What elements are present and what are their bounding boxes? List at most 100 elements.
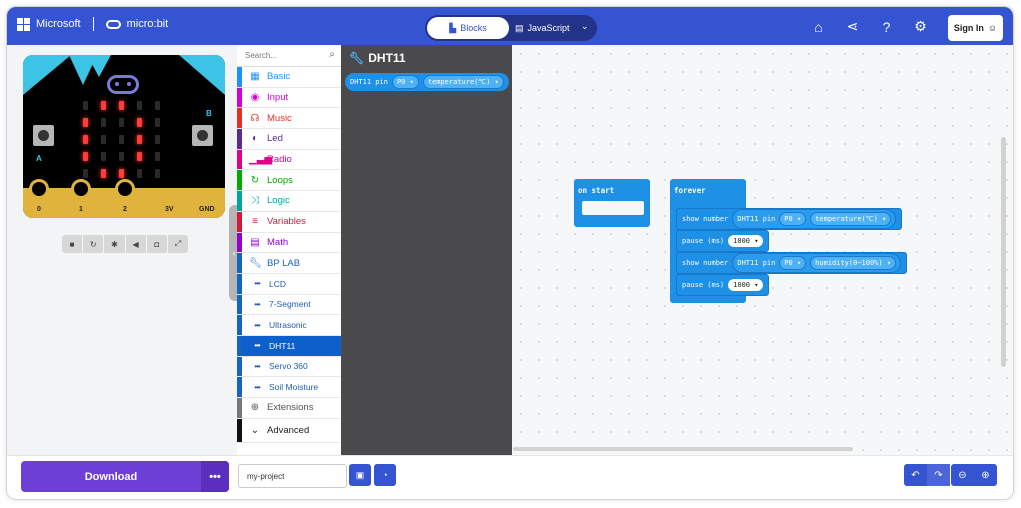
project-name-input[interactable]: my-project (238, 464, 347, 488)
tab-javascript[interactable]: ▤ JavaScript (515, 17, 570, 39)
on-start-block[interactable]: on start (574, 179, 650, 227)
puzzle-icon: ▙ (449, 22, 457, 33)
github-icon[interactable]: ◔ (374, 464, 396, 486)
brand[interactable]: Microsoft micro:bit (17, 17, 168, 31)
category-advanced[interactable]: ⌄Advanced (237, 418, 341, 443)
pause-dropdown[interactable]: 1000 ▾ (728, 235, 764, 247)
zoom-in-icon[interactable]: ⊕ (981, 469, 990, 481)
reading-value: temperature(℃) (815, 215, 878, 223)
tab-javascript-label: JavaScript (527, 23, 570, 33)
pin-value: P0 (784, 259, 793, 267)
subcategory-servo-360[interactable]: •••Servo 360 (237, 356, 341, 378)
category-basic[interactable]: ▦Basic (237, 67, 341, 88)
debug-icon[interactable]: ✱ (104, 235, 126, 253)
category-label: Music (267, 112, 292, 124)
collapse-simulator-button[interactable]: ‹ (229, 205, 239, 301)
zoom-out-icon[interactable]: ⊖ (958, 469, 967, 481)
save-icon[interactable]: ▣ (349, 464, 371, 486)
button-a[interactable] (33, 125, 54, 146)
dots-icon: ••• (254, 279, 260, 289)
app-window: Microsoft micro:bit ▙ Blocks ▤ JavaScrip… (6, 6, 1014, 500)
category-led[interactable]: ◐Led (237, 129, 341, 150)
reading-dropdown[interactable]: temperature(℃) ▾ (810, 212, 892, 226)
reading-dropdown[interactable]: humidity(0~100%) ▾ (810, 256, 897, 270)
category-math[interactable]: ▤Math (237, 232, 341, 254)
search-input[interactable]: Search... (245, 51, 278, 60)
category-label: Radio (267, 154, 292, 166)
subcategory-label: 7-Segment (269, 299, 311, 310)
dots-icon: ••• (254, 320, 260, 330)
pin-1[interactable] (71, 179, 91, 199)
share-icon[interactable]: ⋖ (846, 18, 859, 34)
led (155, 152, 160, 161)
show-number-block[interactable]: show number DHT11 pin P0 ▾ humidity(0~10… (676, 252, 908, 274)
button-b[interactable] (192, 125, 213, 146)
led (155, 169, 160, 178)
category-music[interactable]: ☊Music (237, 108, 341, 130)
category-extensions[interactable]: ⊕Extensions (237, 398, 341, 419)
pause-value: 1000 (733, 281, 751, 289)
pin-label: 3V (165, 206, 174, 213)
pause-value: 1000 (733, 237, 751, 245)
category-bp-lab[interactable]: 🔧︎BP LAB (237, 253, 341, 274)
show-number-block[interactable]: show number DHT11 pin P0 ▾ temperature(℃… (676, 208, 903, 230)
search-icon[interactable]: ⌕ (329, 49, 335, 60)
more-options-icon[interactable]: ••• (201, 461, 229, 492)
pin-dropdown[interactable]: P0 ▾ (779, 256, 807, 270)
category-radio[interactable]: ▁▃▅Radio (237, 149, 341, 171)
pin-0[interactable] (29, 179, 49, 199)
pause-dropdown[interactable]: 1000 ▾ (728, 279, 764, 291)
gear-icon[interactable]: ⚙ (914, 18, 927, 34)
pin-label: 0 (37, 206, 41, 213)
led (155, 101, 160, 110)
help-icon[interactable]: ? (882, 18, 891, 35)
workspace[interactable]: on start forever show number DHT11 pin P… (512, 45, 1013, 455)
top-actions: ⌂ ⋖ ? ⚙ (809, 17, 930, 36)
subcategory-soil-moisture[interactable]: •••Soil Moisture (237, 377, 341, 398)
microbit-label: micro:bit (126, 18, 169, 30)
simulator-panel: A B 0 1 2 3V GND ■ ↻ ✱ ◀ ◘ ⤢ (7, 45, 237, 455)
subcategory-dht11[interactable]: •••DHT11 (237, 335, 341, 357)
toolbox-search[interactable]: Search... ⌕ (237, 45, 341, 67)
download-button[interactable]: Download ••• (21, 461, 229, 492)
sign-in-button[interactable]: Sign In ☺ (948, 15, 1003, 41)
brand-divider (92, 17, 94, 31)
category-loops[interactable]: ↻Loops (237, 170, 341, 192)
screenshot-icon[interactable]: ◘ (147, 235, 168, 253)
pause-block[interactable]: pause (ms) 1000 ▾ (676, 230, 770, 252)
corner-decoration (23, 55, 71, 95)
tab-blocks[interactable]: ▙ Blocks (427, 17, 509, 39)
subcategory-7-segment[interactable]: •••7-Segment (237, 294, 341, 316)
redo-icon[interactable]: ↷ (927, 464, 950, 486)
fullscreen-icon[interactable]: ⤢ (174, 239, 182, 248)
dht11-reporter-block[interactable]: DHT11 pin P0 ▾ temperature(℃) ▾ (732, 209, 897, 229)
pin-label: 2 (123, 206, 127, 213)
undo-icon[interactable]: ↶ (911, 469, 920, 481)
restart-icon[interactable]: ↻ (83, 235, 105, 253)
category-logic[interactable]: ⤨Logic (237, 191, 341, 212)
wrench-icon: 🔧︎ (349, 51, 365, 65)
category-input[interactable]: ◉Input (237, 87, 341, 109)
horizontal-scrollbar[interactable] (513, 447, 853, 451)
subcategory-lcd[interactable]: •••LCD (237, 273, 341, 295)
reading-dropdown[interactable]: temperature(℃) ▾ (422, 75, 504, 89)
pin-2[interactable] (115, 179, 135, 199)
chevron-down-icon: ⌄ (250, 424, 260, 436)
home-icon[interactable]: ⌂ (814, 18, 823, 35)
mute-icon[interactable]: ◀ (126, 235, 147, 253)
pause-block[interactable]: pause (ms) 1000 ▾ (676, 274, 770, 296)
pin-dropdown[interactable]: P0 ▾ (391, 75, 419, 89)
dht11-reporter-block[interactable]: DHT11 pin P0 ▾ humidity(0~100%) ▾ (732, 253, 902, 273)
pin-dropdown[interactable]: P0 ▾ (779, 212, 807, 226)
calculator-icon: ▤ (250, 236, 260, 248)
subcategory-ultrasonic[interactable]: •••Ultrasonic (237, 315, 341, 336)
led (101, 101, 106, 110)
category-variables[interactable]: ≡Variables (237, 211, 341, 233)
dht11-reporter-block[interactable]: DHT11 pin P0 ▾ temperature(℃) ▾ (345, 73, 509, 91)
pin-value: P0 (784, 215, 793, 223)
vertical-scrollbar[interactable] (1001, 137, 1006, 367)
led (119, 118, 124, 127)
chevron-down-icon[interactable]: ⌄ (581, 21, 589, 31)
touch-logo[interactable] (107, 75, 139, 94)
stop-icon[interactable]: ■ (62, 235, 84, 253)
